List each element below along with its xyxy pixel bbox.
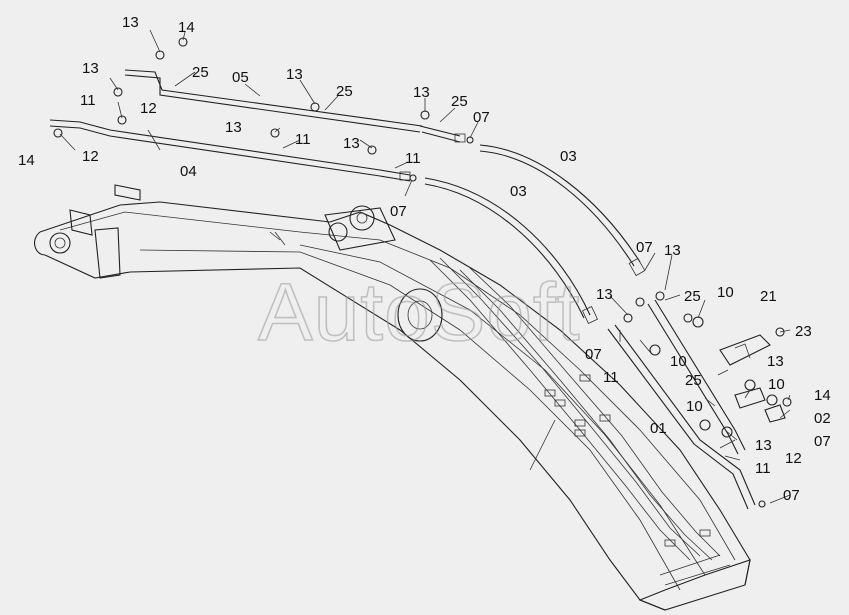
callout-label: 13: [413, 84, 430, 101]
part-21-block: [719, 334, 771, 366]
callout-label: 12: [140, 100, 157, 117]
callout-label: 13: [286, 66, 303, 83]
callout-label: 21: [760, 288, 777, 305]
callout-label: 25: [685, 372, 702, 389]
pipe-04: [49, 119, 411, 182]
boom-arm: [34, 184, 751, 611]
callout-label: 07: [390, 203, 407, 220]
callout-label: 01: [650, 420, 667, 437]
callout-label: 25: [192, 64, 209, 81]
callout-label: 05: [232, 69, 249, 86]
callout-label: 14: [178, 19, 195, 36]
callout-label: 11: [405, 150, 421, 167]
callout-label: 10: [768, 376, 785, 393]
callout-label: 03: [560, 148, 577, 165]
callout-label: 13: [596, 286, 613, 303]
part-02-clamp: [734, 387, 786, 423]
callout-label: 04: [180, 163, 197, 180]
callout-label: 13: [225, 119, 242, 136]
callout-label: 23: [795, 323, 812, 340]
callout-label: 02: [814, 410, 831, 427]
watermark-text: AutoSoft: [258, 267, 581, 358]
callout-label: 07: [585, 346, 602, 363]
pipe-05: [124, 69, 466, 143]
callout-label: 07: [783, 487, 800, 504]
callout-label: 07: [473, 109, 490, 126]
callout-label: 13: [664, 242, 681, 259]
callout-labels: 13 14 13 25 05 11 12 13 25 13 25 07 14 1…: [18, 14, 831, 504]
callout-label: 14: [814, 387, 831, 404]
callout-label: 13: [343, 135, 360, 152]
callout-label: 11: [603, 369, 619, 386]
callout-label: 25: [451, 93, 468, 110]
callout-label: 07: [636, 239, 653, 256]
callout-label: 07: [814, 433, 831, 450]
callout-label: 10: [686, 398, 703, 415]
callout-label: 14: [18, 152, 35, 169]
leader-lines: [59, 29, 791, 504]
callout-label: 11: [80, 92, 96, 109]
hose-03-upper: [479, 144, 646, 277]
callout-label: 13: [122, 14, 139, 31]
callout-label: 11: [295, 131, 311, 148]
hose-03-lower: [424, 177, 599, 324]
callout-label: 25: [336, 83, 353, 100]
callout-label: 13: [767, 353, 784, 370]
callout-label: 13: [755, 437, 772, 454]
callout-label: 12: [82, 148, 99, 165]
callout-label: 10: [670, 353, 687, 370]
callout-label: 12: [785, 450, 802, 467]
callout-label: 13: [82, 60, 99, 77]
callout-label: 25: [684, 288, 701, 305]
callout-label: 03: [510, 183, 527, 200]
callout-label: 10: [717, 284, 734, 301]
pipe-01: [607, 299, 756, 510]
callout-label: 11: [755, 460, 771, 477]
